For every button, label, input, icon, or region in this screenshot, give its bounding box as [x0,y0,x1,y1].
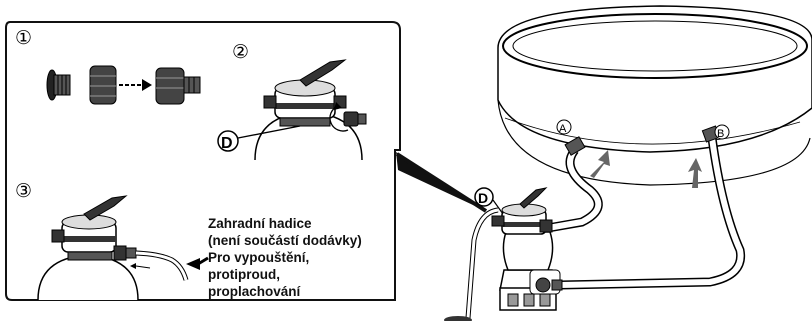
step-3-number: ③ [15,181,32,202]
caption-line: (není součástí dodávky) [208,232,418,249]
caption-line: Pro vypouštění, [208,249,418,266]
step-2-number: ② [232,42,249,63]
caption-line: proplachování [208,283,418,300]
valve-label-step-2: D [221,135,233,152]
outlet-label: B [717,128,724,140]
step-1-number: ① [15,28,32,49]
pool [498,6,812,185]
garden-hose-caption: Zahradní hadice (není součástí dodávky) … [208,215,418,300]
caption-line: Zahradní hadice [208,215,418,232]
caption-line: protiproud, [208,266,418,283]
valve-label-pump: D [478,190,488,206]
pool-hoses [444,126,741,321]
sand-filter-pump [492,188,562,310]
inlet-label: A [559,123,567,135]
